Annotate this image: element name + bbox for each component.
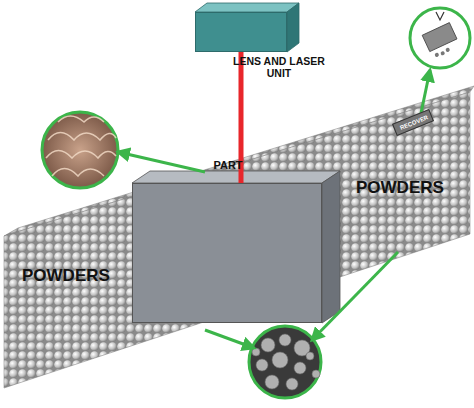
- node-label: RECOVER: [394, 112, 434, 133]
- laser-unit-side: [287, 3, 299, 52]
- powder-particles: [252, 334, 320, 390]
- area-label: POWDERS: [356, 178, 444, 198]
- node-label: LENS AND LASER UNIT: [224, 55, 334, 79]
- powder-zoom: [249, 326, 321, 398]
- part-block: PART: [132, 183, 322, 323]
- melt-pool-tracks: [46, 116, 116, 176]
- laser-unit-top: [195, 3, 299, 12]
- powder-bed: [4, 92, 470, 388]
- part-side-face: [322, 171, 340, 323]
- recoater-box: RECOVER: [392, 109, 434, 136]
- part-top-face: [132, 171, 340, 183]
- leader-line: [312, 252, 398, 340]
- recoater-icon: [422, 23, 461, 60]
- velocity-mark: [436, 12, 444, 20]
- recoater-zoom: [410, 8, 470, 68]
- laser-unit-box: LENS AND LASER UNIT: [195, 12, 287, 52]
- leader-line: [118, 152, 205, 172]
- node-label: PART: [193, 159, 263, 172]
- area-label: POWDERS: [22, 266, 110, 286]
- melt-pool-zoom: [42, 112, 118, 188]
- leader-line: [205, 330, 254, 348]
